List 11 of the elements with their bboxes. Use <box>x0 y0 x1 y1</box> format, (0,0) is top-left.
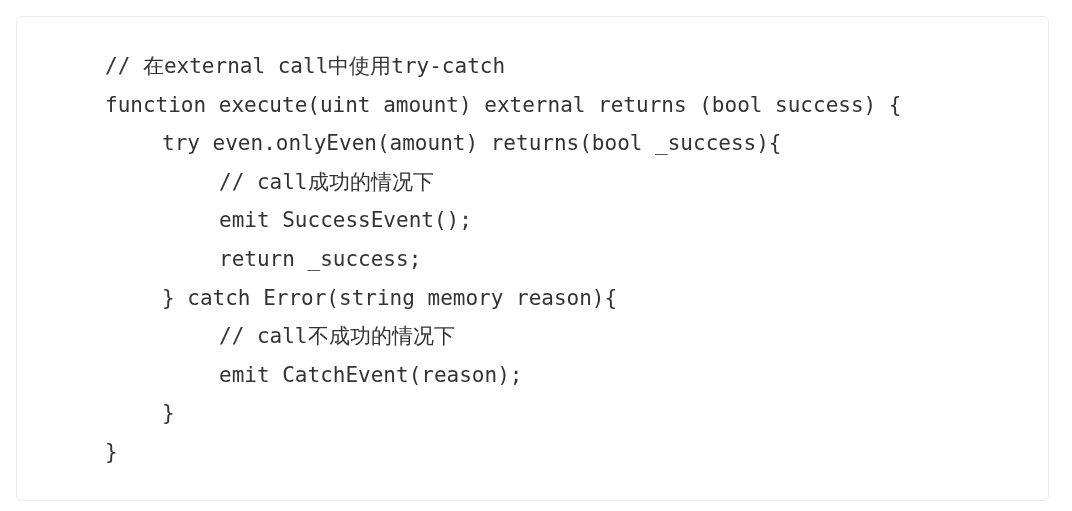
code-line: emit SuccessEvent(); <box>219 207 472 234</box>
code-line: function execute(uint amount) external returns (bool success) { <box>105 91 902 118</box>
code-line: } <box>105 439 118 465</box>
code-line: emit CatchEvent(reason); <box>219 361 523 388</box>
code-comment: // call不成功的情况下 <box>219 323 455 350</box>
code-comment: // call成功的情况下 <box>219 168 434 195</box>
code-line: return _success; <box>219 246 422 272</box>
code-line: } catch Error(string memory reason){ <box>162 284 618 311</box>
code-line: try even.onlyEven(amount) returns(bool _success){ <box>162 130 782 157</box>
code-line: } <box>162 400 175 427</box>
code-comment: // 在external call中使用try-catch <box>105 53 506 79</box>
